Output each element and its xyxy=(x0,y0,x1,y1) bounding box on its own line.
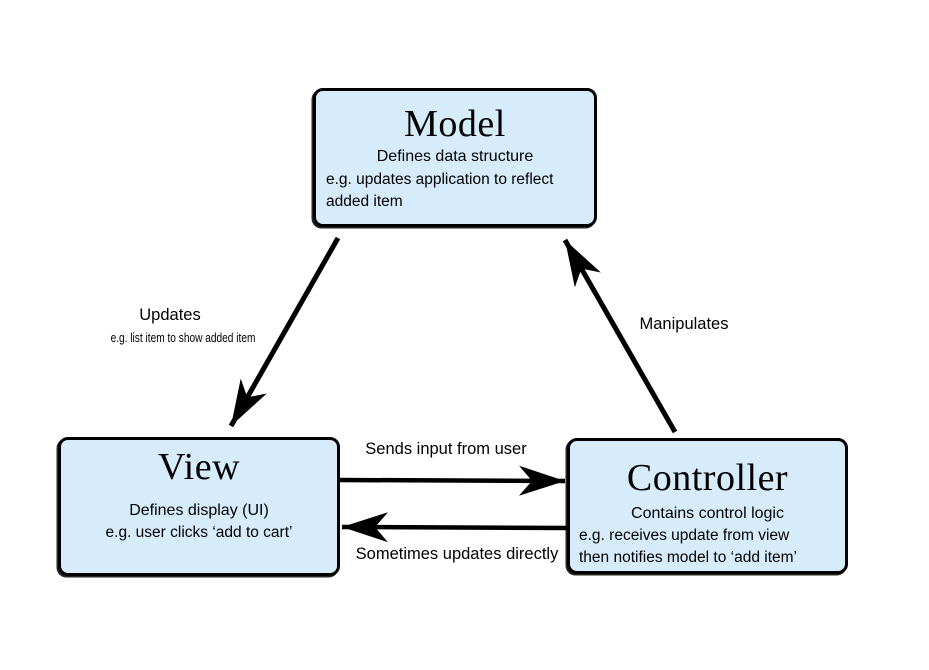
model-description-line: added item xyxy=(326,193,403,210)
model-description: e.g. updates application to reflect adde… xyxy=(316,169,594,213)
controller-description-line: then notifies model to ‘add item’ xyxy=(579,548,797,566)
updates-arrow-sublabel: e.g. list item to show added item xyxy=(110,330,256,345)
model-title: Model xyxy=(404,103,506,145)
sends-input-arrow-label: Sends input from user xyxy=(365,440,527,458)
arrow-controller-to-view xyxy=(341,512,568,543)
updates-directly-arrow-label: Sometimes updates directly xyxy=(355,545,559,563)
model-description-line: e.g. updates application to reflect xyxy=(326,171,554,188)
model-subtitle: Defines data structure xyxy=(376,148,534,165)
controller-subtitle: Contains control logic xyxy=(631,505,784,522)
view-box: View Defines display (UI) e.g. user clic… xyxy=(58,437,340,576)
view-subtitle: Defines display (UI) xyxy=(129,502,269,519)
view-title: View xyxy=(157,446,241,488)
controller-title: Controller xyxy=(626,457,789,499)
controller-box: Controller Contains control logic e.g. r… xyxy=(567,438,848,574)
manipulates-arrow-label: Manipulates xyxy=(639,315,729,333)
controller-description-line: e.g. receives update from view xyxy=(579,527,790,544)
controller-description: e.g. receives update from view then noti… xyxy=(570,525,845,568)
arrow-controller-to-model xyxy=(562,238,678,434)
updates-arrow-label: Updates xyxy=(139,306,201,324)
arrow-view-to-controller xyxy=(338,465,566,496)
view-description: e.g. user clicks ‘add to cart’ xyxy=(61,522,337,544)
model-box: Model Defines data structure e.g. update… xyxy=(313,88,597,227)
view-description-line: e.g. user clicks ‘add to cart’ xyxy=(105,524,293,541)
